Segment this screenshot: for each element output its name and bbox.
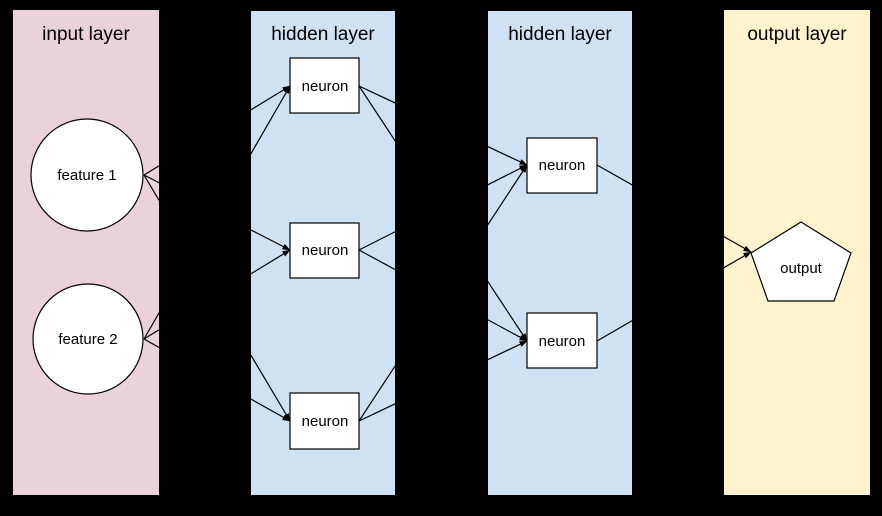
hidden2-neuron-2-label: neuron	[539, 333, 586, 350]
hidden1-neuron-2-node	[289, 222, 360, 279]
hidden-layer-1-title: hidden layer	[271, 24, 375, 45]
connection-feature1-h1n1	[143, 85, 291, 176]
output-layer-title: output layer	[747, 24, 847, 45]
connection-h1n1-h2n1	[358, 85, 528, 166]
input-layer-panel	[13, 10, 159, 495]
connection-lines	[143, 85, 752, 422]
feature-1-label: feature 1	[57, 167, 116, 184]
connection-feature1-h1n3	[143, 174, 291, 422]
hidden1-neuron-3-node	[289, 392, 360, 450]
hidden-layer-2-title: hidden layer	[508, 24, 612, 45]
connection-h1n3-h2n2	[358, 340, 528, 422]
connection-h1n3-h2n1	[358, 164, 528, 422]
hidden1-neuron-1-label: neuron	[302, 78, 349, 95]
hidden2-neuron-1-node	[526, 137, 598, 194]
connection-h2n2-output	[596, 251, 752, 342]
input-layer-title: input layer	[42, 24, 130, 45]
hidden2-neuron-2-node	[526, 312, 598, 369]
output-node	[750, 221, 852, 302]
connection-feature2-h1n2	[143, 249, 291, 340]
hidden2-neuron-1-label: neuron	[539, 157, 586, 174]
hidden1-neuron-3-label: neuron	[302, 413, 349, 430]
feature-2-node	[32, 283, 144, 395]
connection-h1n2-h2n2	[358, 249, 528, 342]
connection-feature2-h1n3	[143, 338, 291, 422]
hidden1-neuron-1-node	[289, 57, 360, 114]
connection-h2n1-output	[596, 164, 752, 253]
connection-h1n1-h2n2	[358, 85, 528, 342]
feature-1-node	[30, 118, 144, 232]
connection-h1n2-h2n1	[358, 164, 528, 251]
hidden1-neuron-2-label: neuron	[302, 242, 349, 259]
hidden-layer-2-panel	[488, 11, 632, 495]
feature-2-label: feature 2	[58, 331, 117, 348]
output-label: output	[780, 260, 823, 277]
connection-feature2-h1n1	[143, 85, 291, 340]
